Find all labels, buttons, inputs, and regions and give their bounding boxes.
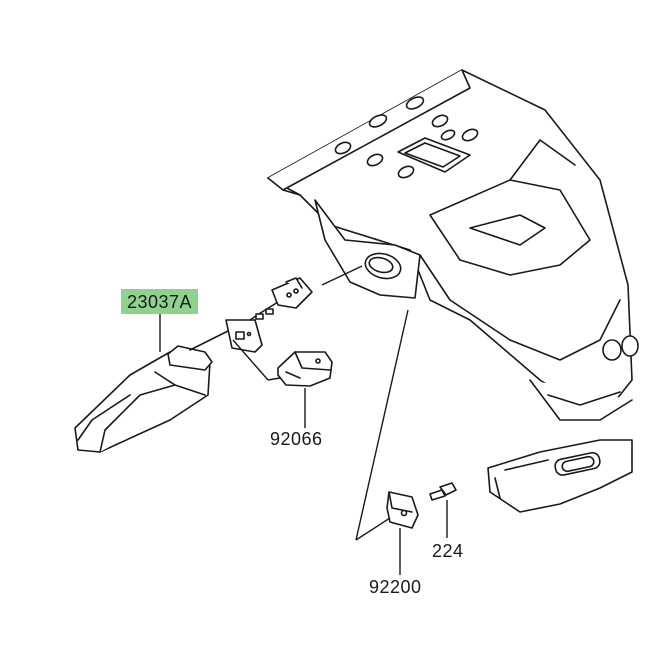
bolt <box>429 482 457 501</box>
part-number-23037A[interactable]: 23037A <box>121 289 199 314</box>
part-number-224[interactable]: 224 <box>432 541 464 561</box>
leader-lines <box>159 265 448 575</box>
leader-bracket-to-frame <box>355 309 409 541</box>
mounting-bracket <box>386 491 419 529</box>
rear-fender-frame <box>267 69 639 421</box>
leader-connector-to-frame <box>321 265 363 286</box>
rubber-grommet <box>277 351 333 387</box>
leader-grommet-to-boot <box>232 339 269 381</box>
turn-signal-lamp <box>74 277 313 453</box>
rear-lower-bracket <box>487 439 633 513</box>
part-number-92066[interactable]: 92066 <box>270 429 323 449</box>
part-number-92200[interactable]: 92200 <box>369 577 422 597</box>
